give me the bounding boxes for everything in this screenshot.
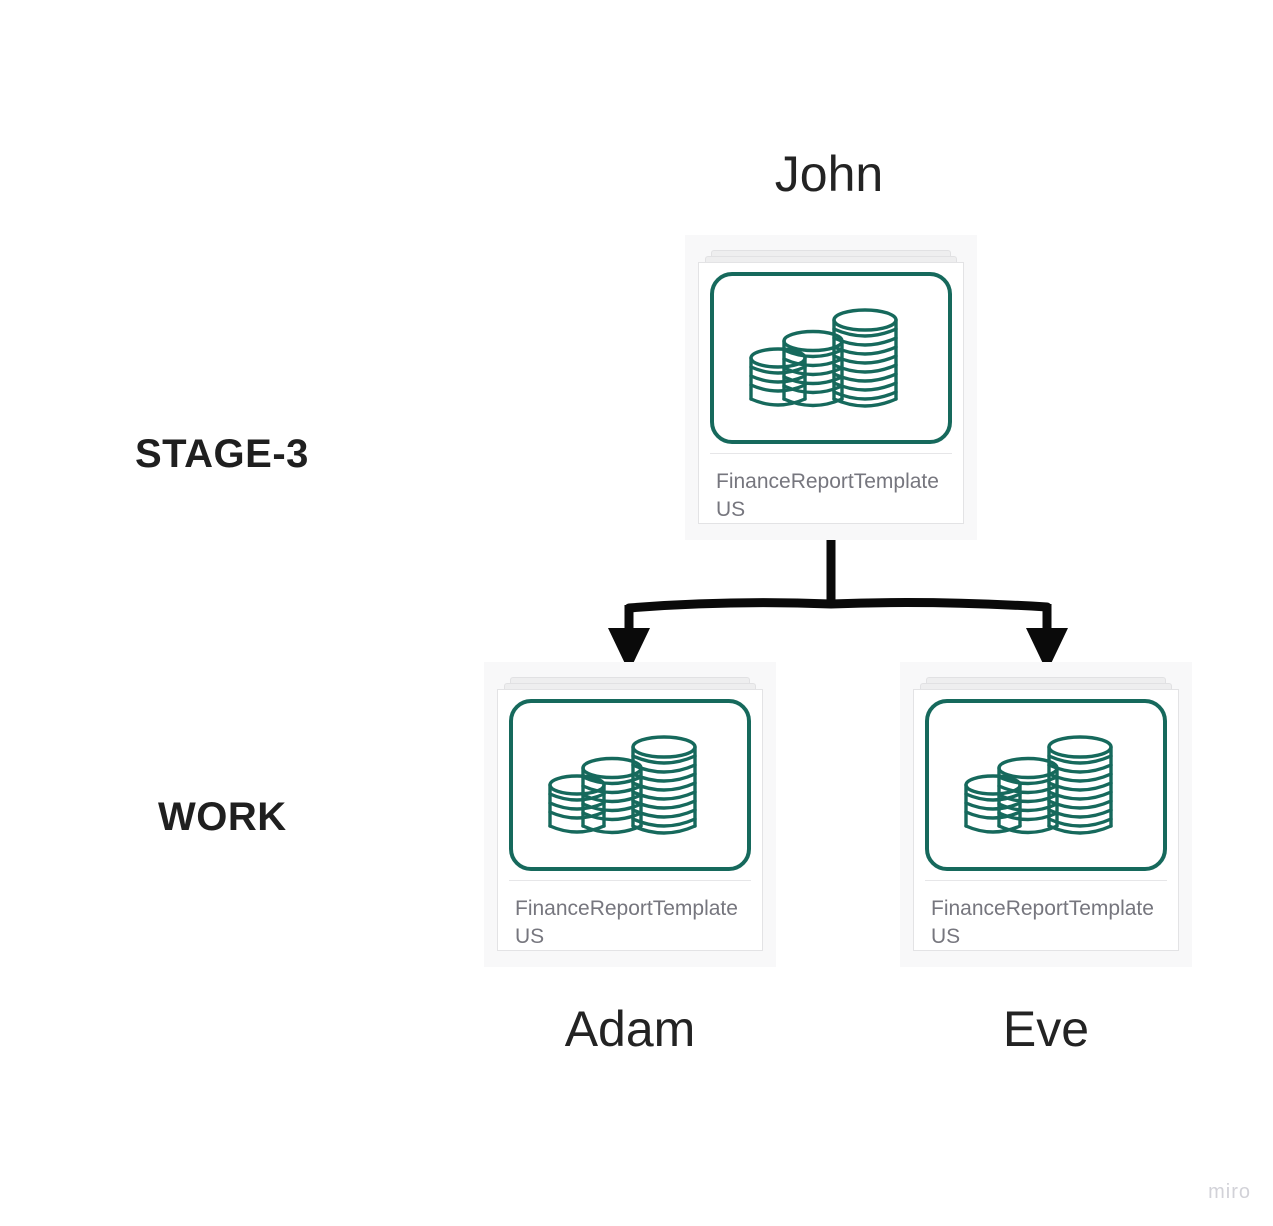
card-icon-area <box>498 690 762 876</box>
coin-stacks-icon <box>925 699 1167 871</box>
card-body: FinanceReportTemplateUS <box>698 262 964 524</box>
coin-stacks-icon <box>509 699 751 871</box>
card-divider <box>509 880 751 881</box>
card-body: FinanceReportTemplateUS <box>497 689 763 951</box>
card-icon-area <box>914 690 1178 876</box>
row-label-stage-3: STAGE-3 <box>135 432 309 476</box>
card-icon-area <box>699 263 963 449</box>
document-name: FinanceReportTemplateUS <box>515 897 738 948</box>
row-label-work: WORK <box>158 795 287 839</box>
document-name: FinanceReportTemplateUS <box>716 470 939 521</box>
miro-watermark: miro <box>1208 1181 1251 1203</box>
document-card-eve[interactable]: FinanceReportTemplateUS <box>900 662 1192 967</box>
document-card-adam[interactable]: FinanceReportTemplateUS <box>484 662 776 967</box>
card-divider <box>710 453 952 454</box>
document-card-john[interactable]: FinanceReportTemplateUS <box>685 235 977 540</box>
card-body: FinanceReportTemplateUS <box>913 689 1179 951</box>
person-label-adam: Adam <box>564 1001 696 1057</box>
person-label-eve: Eve <box>1002 1001 1090 1057</box>
person-label-john: John <box>774 146 884 202</box>
card-divider <box>925 880 1167 881</box>
document-name: FinanceReportTemplateUS <box>931 897 1154 948</box>
coin-stacks-icon <box>710 272 952 444</box>
